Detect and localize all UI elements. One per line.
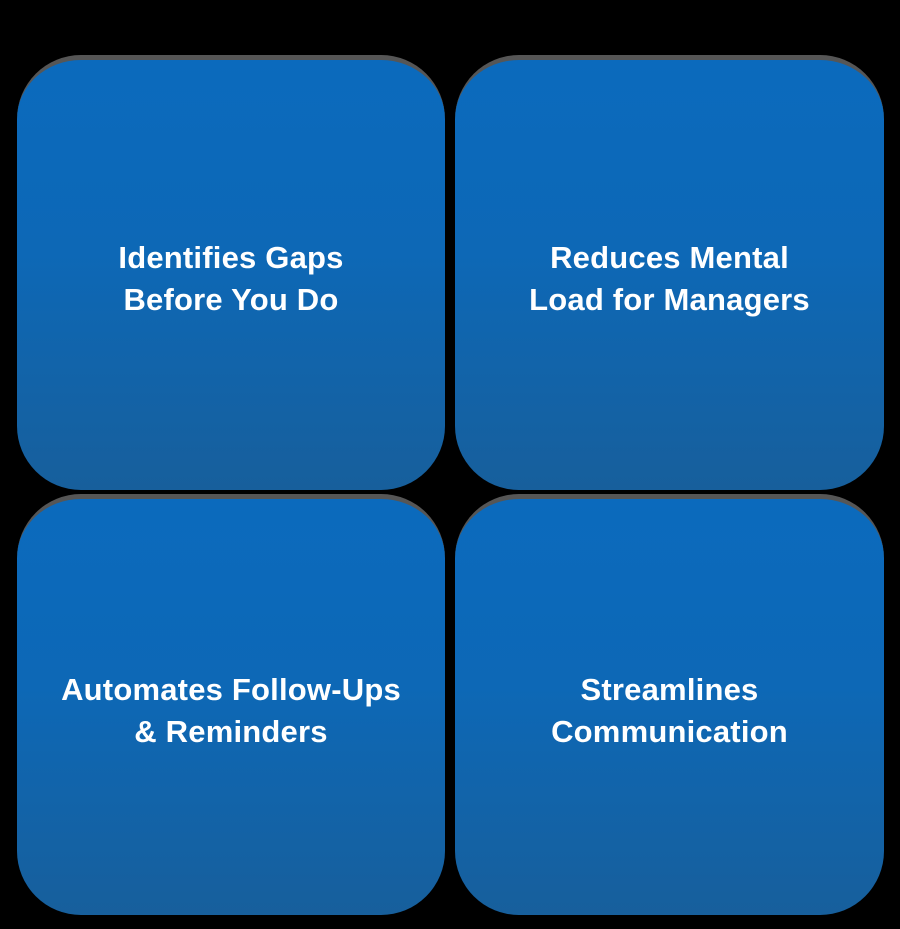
card-title: Identifies Gaps Before You Do [118, 237, 343, 321]
card-automates-follow-ups: Automates Follow-Ups & Reminders [17, 494, 445, 915]
card-title-line-2: Communication [551, 714, 788, 749]
card-title-line-1: Streamlines [580, 672, 759, 707]
card-title-line-1: Identifies Gaps [118, 240, 344, 275]
card-title: Automates Follow-Ups & Reminders [61, 669, 401, 753]
card-title-line-2: Before You Do [123, 282, 339, 317]
card-streamlines-communication: Streamlines Communication [455, 494, 884, 915]
card-identifies-gaps: Identifies Gaps Before You Do [17, 55, 445, 490]
card-title: Streamlines Communication [551, 669, 788, 753]
card-reduces-mental-load: Reduces Mental Load for Managers [455, 55, 884, 490]
card-title-line-1: Reduces Mental [550, 240, 789, 275]
card-title-line-2: Load for Managers [529, 282, 810, 317]
card-title-line-2: & Reminders [134, 714, 328, 749]
card-title-line-1: Automates Follow-Ups [61, 672, 401, 707]
card-title: Reduces Mental Load for Managers [529, 237, 810, 321]
